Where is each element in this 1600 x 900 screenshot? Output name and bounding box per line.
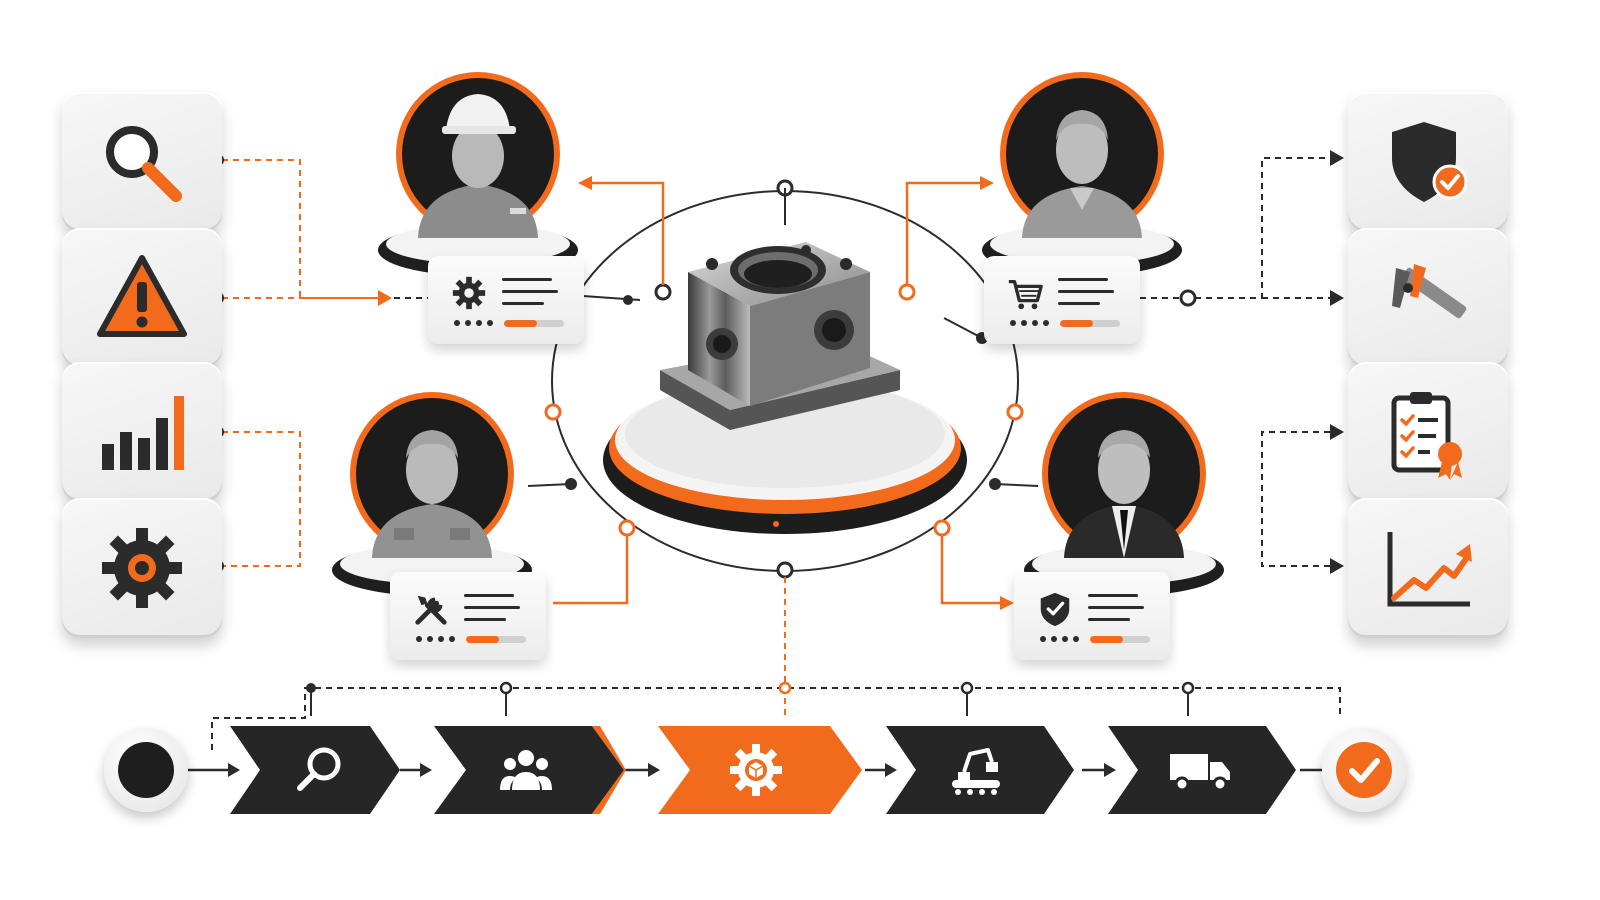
shield-check-icon — [1392, 122, 1468, 202]
cart-icon — [1008, 279, 1043, 310]
tools-icon — [415, 595, 447, 625]
tile-search[interactable] — [62, 92, 222, 232]
page-dots — [454, 320, 493, 326]
engineer-avatar — [378, 72, 578, 276]
role-card-procurement[interactable] — [984, 256, 1140, 344]
magnifier-icon — [106, 126, 182, 202]
progress-fill — [1060, 320, 1093, 327]
progress-fill — [504, 320, 537, 327]
delivery-truck-icon — [1170, 754, 1230, 792]
tile-analytics[interactable] — [62, 362, 222, 502]
shield-check-icon — [1040, 592, 1070, 627]
pipeline-step-manufacturing-active[interactable] — [658, 720, 864, 820]
progress-fill — [466, 636, 499, 643]
progress-bar — [504, 320, 564, 327]
robot-arm-conveyor-icon — [952, 748, 1000, 795]
pipeline-step-production[interactable] — [886, 720, 1076, 820]
progress-bar — [1060, 320, 1120, 327]
bar-chart-icon — [102, 396, 184, 470]
gear-icon — [452, 276, 486, 310]
caliper-icon — [1392, 264, 1467, 319]
page-dots — [416, 636, 455, 642]
tile-compliance[interactable] — [1348, 362, 1508, 502]
pipeline-end[interactable] — [1322, 728, 1406, 812]
progress-bar — [466, 636, 526, 643]
tile-settings[interactable] — [62, 498, 222, 638]
tile-growth[interactable] — [1348, 498, 1508, 638]
role-card-quality[interactable] — [1014, 572, 1170, 660]
tile-measurement[interactable] — [1348, 228, 1508, 368]
tile-security[interactable] — [1348, 92, 1508, 232]
search-icon — [297, 747, 341, 791]
checkmark-icon — [1336, 742, 1392, 798]
team-icon — [500, 750, 552, 790]
tile-warning[interactable] — [62, 228, 222, 368]
progress-bar — [1090, 636, 1150, 643]
clipboard-certificate-icon — [1391, 392, 1462, 480]
role-card-engineering[interactable] — [428, 256, 584, 344]
central-part-pedestal — [603, 242, 967, 534]
pipeline-step-search[interactable] — [230, 720, 402, 820]
pipeline-start[interactable] — [104, 728, 188, 812]
trend-up-icon — [1387, 532, 1472, 607]
gear-box-icon — [730, 744, 782, 796]
progress-fill — [1090, 636, 1123, 643]
pipeline-step-delivery[interactable] — [1108, 720, 1298, 820]
start-dot-icon — [118, 742, 174, 798]
role-card-maintenance[interactable] — [390, 572, 546, 660]
page-dots — [1010, 320, 1049, 326]
pipeline-step-team[interactable] — [434, 720, 626, 820]
gear-icon — [102, 528, 182, 608]
page-dots — [1040, 636, 1079, 642]
warning-icon — [97, 255, 187, 337]
